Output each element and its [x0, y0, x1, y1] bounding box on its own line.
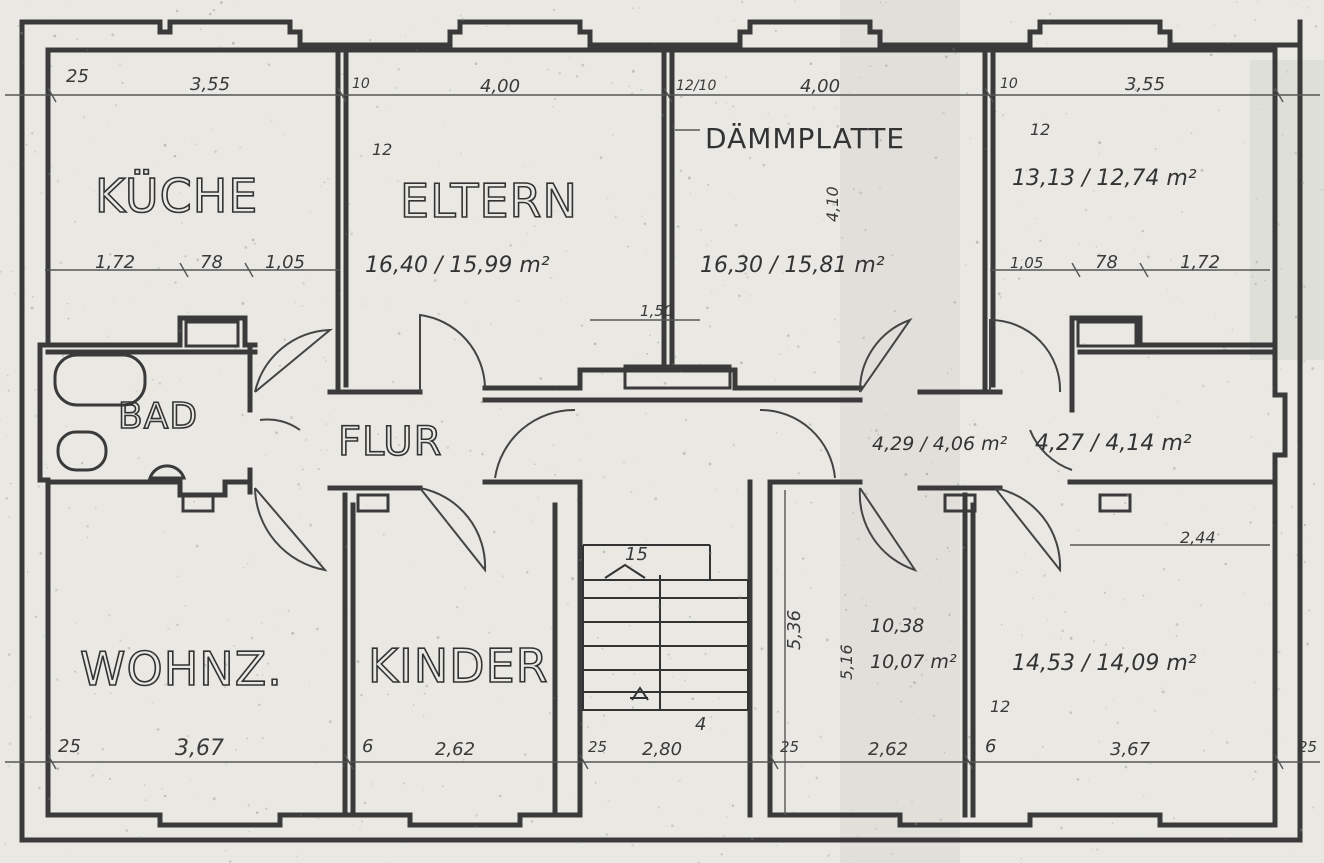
room-label-kueche: KÜCHE: [95, 169, 258, 223]
dim-bottom-wohnz-width: 3,67: [175, 736, 224, 761]
dim-bottom-25-d: 25: [1298, 738, 1317, 756]
doors: [254, 313, 1073, 573]
dim-bottom-kinder-width: 2,62: [435, 739, 475, 760]
dim-bottom-6-b: 6: [985, 736, 996, 757]
area-bath-right: 4,27 / 4,14 m²: [1035, 431, 1192, 456]
dim-wall-12-c: 12: [990, 697, 1010, 716]
dim-stair-15: 15: [625, 544, 648, 565]
area-room-mid-right-b: 10,07 m²: [870, 651, 957, 673]
dimension-lines: [5, 87, 1320, 815]
dim-bottom-25-b: 25: [588, 738, 607, 756]
area-room-right-top: 13,13 / 12,74 m²: [1012, 166, 1197, 191]
area-room-mid-right-a: 10,38: [870, 615, 924, 637]
dim-top-right-width: 3,55: [1125, 74, 1165, 95]
dim-top-mid-width: 4,00: [800, 76, 840, 97]
dim-top-eltern-width: 4,00: [480, 76, 520, 97]
room-label-flur: FLUR: [338, 419, 442, 465]
room-label-kinder: KINDER: [368, 639, 549, 693]
dim-stair-4: 4: [695, 714, 706, 735]
dim-right-split-a: 1,05: [1010, 254, 1043, 272]
dim-right-244: 2,44: [1180, 528, 1216, 547]
dim-kueche-split-c: 1,05: [265, 252, 305, 273]
dim-wall-12-a: 12: [372, 140, 392, 159]
dim-right-split-b: 78: [1095, 252, 1118, 273]
dim-bottom-6-a: 6: [362, 736, 373, 757]
area-room-mid-top: 16,30 / 15,81 m²: [700, 253, 885, 278]
interior-walls: [45, 47, 1278, 818]
area-room-right-bottom: 14,53 / 14,09 m²: [1012, 651, 1197, 676]
staircase: [582, 544, 749, 711]
room-label-bad: BAD: [118, 396, 198, 437]
dim-bottom-25-c: 25: [780, 738, 799, 756]
dim-top-left-25: 25: [66, 66, 89, 87]
dim-vertical-516: 5,16: [837, 644, 856, 680]
bath-fixtures: [53, 353, 187, 480]
dim-vertical-410: 4,10: [823, 186, 842, 222]
room-label-eltern: ELTERN: [400, 174, 578, 228]
note-daemmplatte: DÄMMPLATTE: [705, 122, 905, 155]
area-eltern: 16,40 / 15,99 m²: [365, 253, 550, 278]
dim-bottom-stair-width: 2,80: [642, 739, 682, 760]
dim-vertical-536: 5,36: [784, 610, 805, 650]
dim-top-12-10: 12/10: [676, 78, 716, 94]
dim-wall-12-b: 12: [1030, 120, 1050, 139]
dim-top-kueche-width: 3,55: [190, 74, 230, 95]
area-hall-right: 4,29 / 4,06 m²: [872, 433, 1008, 455]
room-label-wohnz: WOHNZ.: [80, 642, 283, 696]
dim-door-150: 1,50: [640, 302, 673, 320]
dim-bottom-right-width: 3,67: [1110, 739, 1151, 760]
dim-right-split-c: 1,72: [1180, 252, 1220, 273]
dim-top-10-b: 10: [1000, 76, 1018, 92]
dim-kueche-split-b: 78: [200, 252, 223, 273]
dim-kueche-split-a: 1,72: [95, 252, 135, 273]
dim-bottom-mid-right-width: 2,62: [868, 739, 908, 760]
dim-bottom-25-a: 25: [58, 736, 81, 757]
dim-top-10-a: 10: [352, 76, 370, 92]
